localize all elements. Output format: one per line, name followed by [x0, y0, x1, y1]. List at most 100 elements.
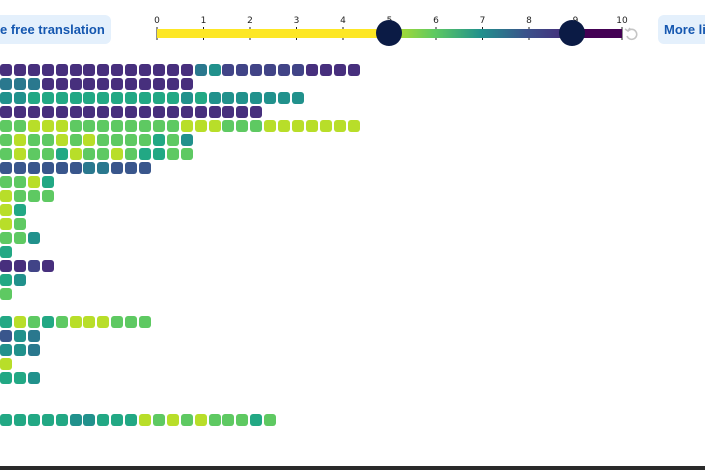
rating-cell[interactable]: [97, 414, 110, 426]
rating-cell[interactable]: [27, 414, 40, 426]
rating-cell[interactable]: [333, 120, 346, 132]
rating-cell[interactable]: [347, 120, 360, 132]
rating-cell[interactable]: [0, 162, 12, 174]
rating-cell[interactable]: [125, 106, 138, 118]
rating-cell[interactable]: [97, 78, 110, 90]
rating-cell[interactable]: [13, 330, 26, 342]
rating-cell[interactable]: [27, 232, 40, 244]
rating-cell[interactable]: [13, 204, 26, 216]
rating-cell[interactable]: [0, 358, 12, 370]
rating-cell[interactable]: [236, 414, 249, 426]
rating-cell[interactable]: [27, 330, 40, 342]
slider-handle-high[interactable]: [559, 20, 585, 46]
rating-cell[interactable]: [97, 162, 110, 174]
rating-cell[interactable]: [250, 414, 263, 426]
slider-handle-low[interactable]: [376, 20, 402, 46]
rating-cell[interactable]: [69, 316, 82, 328]
rating-cell[interactable]: [41, 148, 54, 160]
rating-cell[interactable]: [0, 120, 12, 132]
rating-cell[interactable]: [69, 162, 82, 174]
rating-cell[interactable]: [41, 176, 54, 188]
rating-cell[interactable]: [97, 134, 110, 146]
rating-cell[interactable]: [236, 120, 249, 132]
rating-cell[interactable]: [0, 260, 12, 272]
rating-cell[interactable]: [13, 372, 26, 384]
rating-cell[interactable]: [27, 134, 40, 146]
rating-cell[interactable]: [13, 92, 26, 104]
rating-cell[interactable]: [27, 176, 40, 188]
rating-cell[interactable]: [264, 120, 277, 132]
rating-cell[interactable]: [0, 106, 12, 118]
rating-cell[interactable]: [166, 120, 179, 132]
rating-cell[interactable]: [27, 120, 40, 132]
rating-cell[interactable]: [27, 260, 40, 272]
rating-cell[interactable]: [152, 78, 165, 90]
rating-cell[interactable]: [291, 92, 304, 104]
rating-cell[interactable]: [180, 148, 193, 160]
rating-cell[interactable]: [319, 64, 332, 76]
rating-cell[interactable]: [111, 414, 124, 426]
rating-cell[interactable]: [55, 64, 68, 76]
rating-cell[interactable]: [69, 120, 82, 132]
rating-cell[interactable]: [194, 92, 207, 104]
rating-range-slider[interactable]: 012345678910: [0, 0, 705, 60]
rating-cell[interactable]: [13, 274, 26, 286]
rating-cell[interactable]: [125, 78, 138, 90]
rating-cell[interactable]: [152, 64, 165, 76]
rating-cell[interactable]: [166, 78, 179, 90]
rating-cell[interactable]: [125, 316, 138, 328]
rating-cell[interactable]: [125, 64, 138, 76]
rating-cell[interactable]: [41, 92, 54, 104]
rating-cell[interactable]: [0, 246, 12, 258]
rating-cell[interactable]: [13, 106, 26, 118]
rating-cell[interactable]: [125, 148, 138, 160]
rating-cell[interactable]: [13, 260, 26, 272]
rating-cell[interactable]: [69, 92, 82, 104]
rating-cell[interactable]: [0, 78, 12, 90]
rating-cell[interactable]: [83, 78, 96, 90]
rating-cell[interactable]: [27, 92, 40, 104]
rating-cell[interactable]: [264, 64, 277, 76]
rating-cell[interactable]: [111, 316, 124, 328]
rating-cell[interactable]: [0, 344, 12, 356]
rating-cell[interactable]: [194, 64, 207, 76]
rating-cell[interactable]: [13, 218, 26, 230]
rating-cell[interactable]: [41, 316, 54, 328]
rating-cell[interactable]: [0, 414, 12, 426]
rating-cell[interactable]: [222, 414, 235, 426]
rating-cell[interactable]: [139, 148, 151, 160]
rating-cell[interactable]: [166, 148, 179, 160]
rating-cell[interactable]: [333, 64, 346, 76]
rating-cell[interactable]: [305, 120, 318, 132]
rating-cell[interactable]: [125, 162, 138, 174]
rating-cell[interactable]: [250, 64, 263, 76]
rating-cell[interactable]: [41, 134, 54, 146]
rating-cell[interactable]: [83, 120, 96, 132]
rating-cell[interactable]: [83, 414, 96, 426]
rating-cell[interactable]: [180, 64, 193, 76]
rating-cell[interactable]: [180, 120, 193, 132]
rating-cell[interactable]: [278, 92, 290, 104]
rating-cell[interactable]: [166, 134, 179, 146]
rating-cell[interactable]: [250, 92, 263, 104]
rating-cell[interactable]: [13, 148, 26, 160]
rating-cell[interactable]: [291, 64, 304, 76]
rating-cell[interactable]: [83, 134, 96, 146]
rating-cell[interactable]: [69, 106, 82, 118]
rating-cell[interactable]: [13, 64, 26, 76]
rating-cell[interactable]: [0, 190, 12, 202]
rating-cell[interactable]: [180, 78, 193, 90]
rating-cell[interactable]: [250, 106, 263, 118]
rating-cell[interactable]: [97, 148, 110, 160]
rating-cell[interactable]: [180, 106, 193, 118]
rating-cell[interactable]: [83, 64, 96, 76]
free-translation-button[interactable]: e free translation: [0, 15, 111, 44]
rating-cell[interactable]: [194, 414, 207, 426]
rating-cell[interactable]: [13, 162, 26, 174]
rating-cell[interactable]: [27, 344, 40, 356]
rating-cell[interactable]: [347, 64, 360, 76]
rating-cell[interactable]: [264, 414, 277, 426]
rating-cell[interactable]: [180, 134, 193, 146]
rating-cell[interactable]: [97, 316, 110, 328]
rating-cell[interactable]: [111, 78, 124, 90]
